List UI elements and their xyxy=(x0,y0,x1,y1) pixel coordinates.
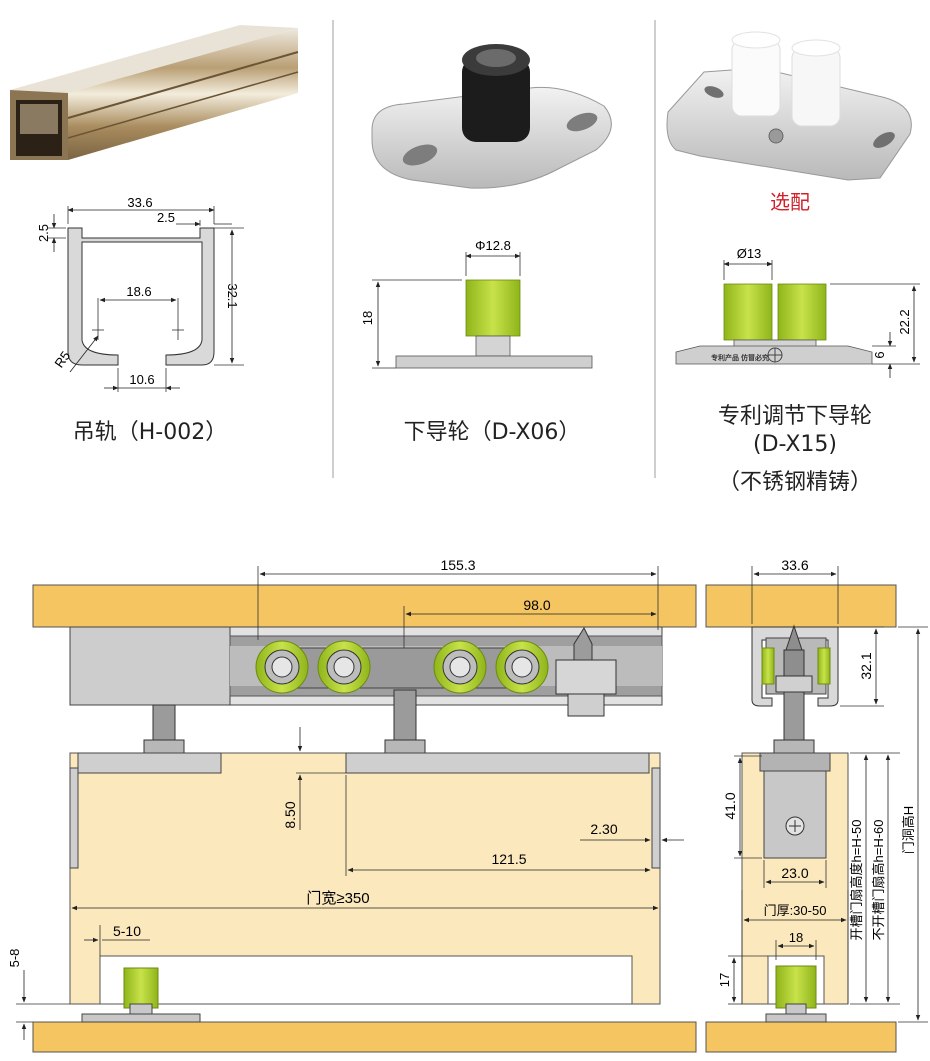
guide-b-photo xyxy=(666,31,912,181)
side-dim-guide-height: 17 xyxy=(717,973,732,987)
guide-b-dim-base: 6 xyxy=(872,351,887,358)
floor-front xyxy=(32,1021,697,1053)
guide-a-caption: 下导轮（D-X06） xyxy=(403,420,581,445)
front-dim-groove: 8.50 xyxy=(282,801,298,828)
side-dim-hanger-height: 41.0 xyxy=(722,792,738,819)
guide-b-caption-line2: (D-X15) xyxy=(752,432,837,457)
guide-b-dim-diameter: Ø13 xyxy=(737,246,762,261)
side-dim-h-grooved: 开槽门扇高度h=H-50 xyxy=(849,820,864,941)
guide-a-dim-diameter: Φ12.8 xyxy=(475,238,511,253)
guide-a-dim-height: 18 xyxy=(360,311,375,325)
front-bolts xyxy=(143,689,426,755)
rail-dim-lip-right: 2.5 xyxy=(157,210,175,225)
side-dimensions: 33.6 32.1 41.0 23.0 门厚:30-50 18 17 开槽门扇高… xyxy=(717,557,928,1023)
side-dim-guide-width: 18 xyxy=(789,930,803,945)
side-dim-h-plain: 不开槽门扇高h=H-60 xyxy=(871,820,886,941)
front-dim-wheel-span: 98.0 xyxy=(523,597,550,613)
rail-dim-opening: 10.6 xyxy=(129,372,154,387)
side-view xyxy=(741,624,849,1023)
floor-side xyxy=(705,1021,897,1053)
optional-label: 选配 xyxy=(770,190,810,214)
rail-photo xyxy=(10,25,299,160)
front-dim-inset: 5-10 xyxy=(113,923,141,939)
rail-dim-inner: 18.6 xyxy=(126,284,151,299)
side-dim-hanger-width: 23.0 xyxy=(781,865,808,881)
side-dim-door-thickness: 门厚:30-50 xyxy=(764,903,827,918)
rail-section: 33.6 2.5 2.5 32.1 18.6 R5 10.6 xyxy=(36,195,244,392)
guide-a-photo xyxy=(371,44,612,189)
side-dim-rail-width: 33.6 xyxy=(781,557,808,573)
guide-a-drawing: Φ12.8 18 xyxy=(360,238,593,369)
guide-b-base-print: 专利产品 仿冒必究 xyxy=(711,353,769,362)
front-dimensions: 155.3 98.0 8.50 2.30 121.5 门宽≥350 5-10 5… xyxy=(7,557,684,1040)
rail-dim-width: 33.6 xyxy=(127,195,152,210)
front-dim-gap: 2.30 xyxy=(590,821,617,837)
front-dim-door-width: 门宽≥350 xyxy=(306,890,369,907)
rail-dim-height: 32.1 xyxy=(225,283,240,308)
front-dim-span: 155.3 xyxy=(440,557,475,573)
guide-b-caption-line3: （不锈钢精铸） xyxy=(717,470,872,495)
ceiling-beam-side xyxy=(705,584,897,628)
rail-caption: 吊轨（H-002） xyxy=(72,420,228,445)
rail-dim-lip-left: 2.5 xyxy=(36,224,51,242)
ceiling-beam xyxy=(32,584,697,628)
side-dim-rail-height: 32.1 xyxy=(858,652,874,679)
guide-b-caption-line1: 专利调节下导轮 xyxy=(717,404,872,429)
side-dim-opening-height: 门洞高H xyxy=(901,806,916,854)
front-dim-floor-gap: 5-8 xyxy=(7,949,22,968)
front-rail xyxy=(69,626,663,717)
guide-b-drawing: 专利产品 仿冒必究 Ø13 22.2 6 xyxy=(675,246,920,378)
door-front xyxy=(69,752,661,1023)
front-dim-bracket: 121.5 xyxy=(491,851,526,867)
guide-b-dim-height: 22.2 xyxy=(897,309,912,334)
